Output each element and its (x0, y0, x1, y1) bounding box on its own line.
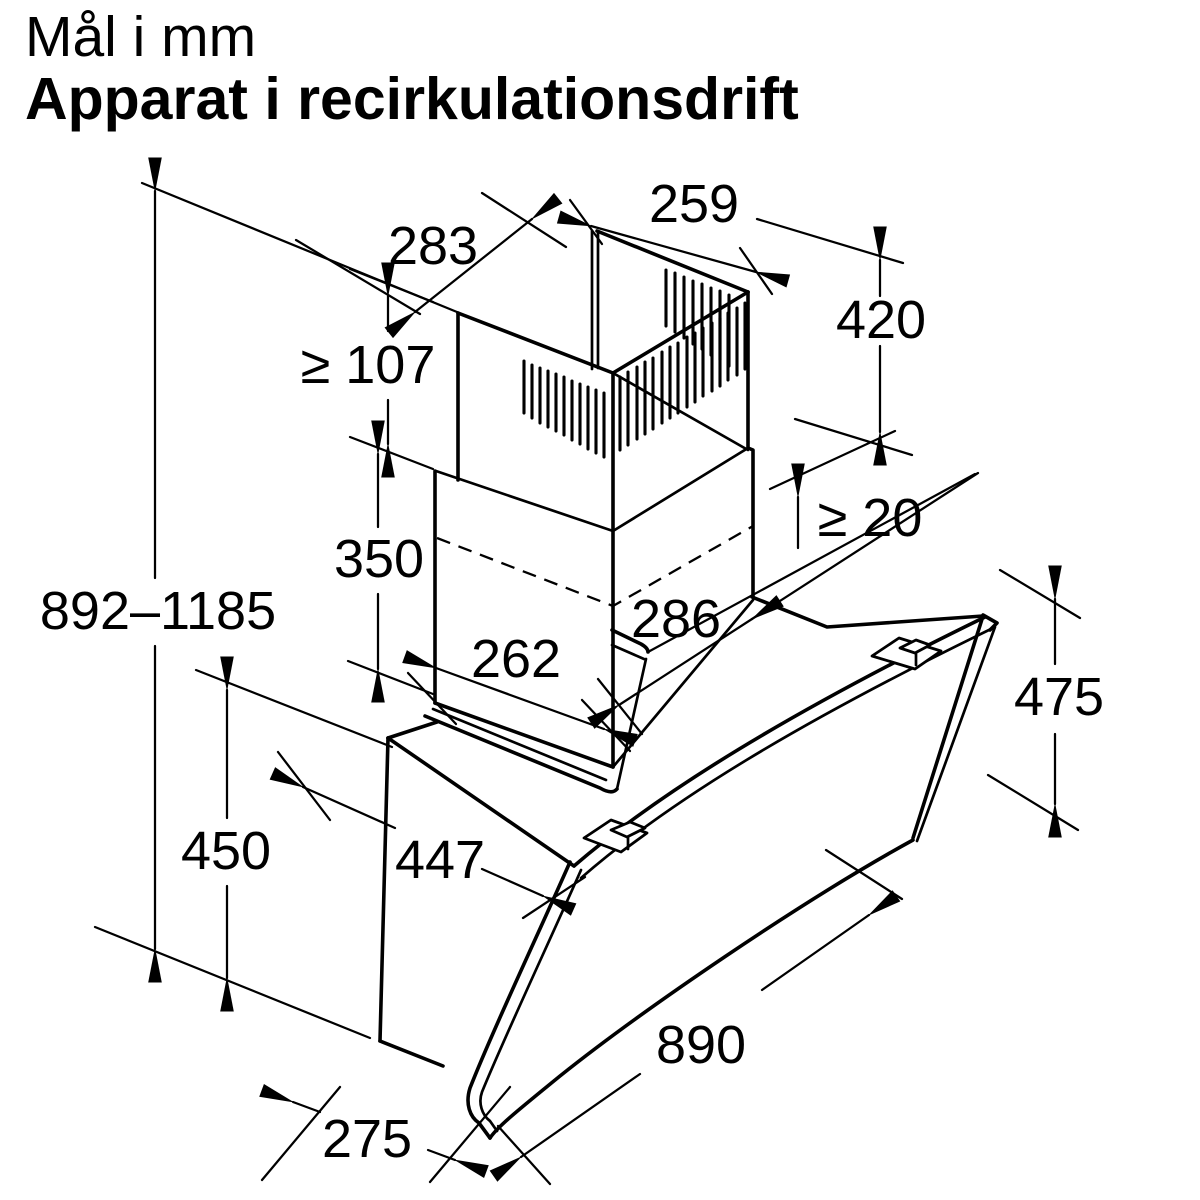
vent-slots (522, 268, 747, 459)
dim-890-value: 890 (656, 1015, 746, 1075)
dimension-275: 275 (259, 1083, 512, 1184)
dimension-259: 259 (556, 174, 791, 296)
dim-447-value: 447 (395, 830, 485, 890)
dim-259-value: 259 (649, 174, 739, 234)
dimension-892-1185: 892–1185 (40, 157, 459, 1040)
dimension-283: 283 (294, 191, 568, 339)
dim-475-value: 475 (1014, 667, 1104, 727)
mounting-bracket-left (582, 818, 649, 854)
dimension-450: 450 (181, 656, 394, 1012)
glass-left-edge-inner (479, 868, 583, 1133)
mounting-brackets (582, 636, 943, 854)
page-title: Mål i mm (25, 5, 257, 69)
dimension-20: ≥ 20 (768, 429, 923, 550)
hood-body (378, 472, 999, 1140)
title-block: Mål i mm Apparat i recirkulationsdrift (25, 5, 799, 133)
glass-left-edge (466, 860, 572, 1140)
dimension-107: ≥ 107 (301, 262, 436, 478)
vent-slots-right-face (618, 301, 747, 452)
dimension-350: 350 (334, 420, 435, 703)
hood-bottom-left-edge (378, 1039, 445, 1068)
hood-left-panel-edge (378, 736, 390, 1043)
hood-bottom-edge (488, 838, 915, 1140)
dim-450-value: 450 (181, 821, 271, 881)
hood-back-right-edge (911, 614, 985, 840)
chimney-seam (434, 446, 750, 533)
dim-350-value: 350 (334, 529, 424, 589)
dim-20-value: ≥ 20 (818, 488, 923, 548)
dimension-890: 890 (489, 848, 904, 1186)
dimension-420: 420 (755, 217, 926, 466)
dim-420-value: 420 (836, 290, 926, 350)
dimension-286: 286 (587, 471, 980, 736)
page-subtitle: Apparat i recirkulationsdrift (25, 66, 799, 133)
dim-892-1185-value: 892–1185 (40, 581, 276, 641)
dimension-475: 475 (986, 565, 1104, 838)
dim-286-value: 286 (631, 589, 721, 649)
vent-slots-left-face (522, 359, 606, 459)
dim-107-value: ≥ 107 (301, 335, 436, 395)
dim-275-value: 275 (322, 1109, 412, 1169)
glass-right-edge (915, 625, 997, 843)
dim-283-value: 283 (388, 216, 478, 276)
dimension-447: 447 (269, 750, 587, 920)
dim-262-value: 262 (471, 629, 561, 689)
mounting-bracket-right (870, 636, 943, 671)
